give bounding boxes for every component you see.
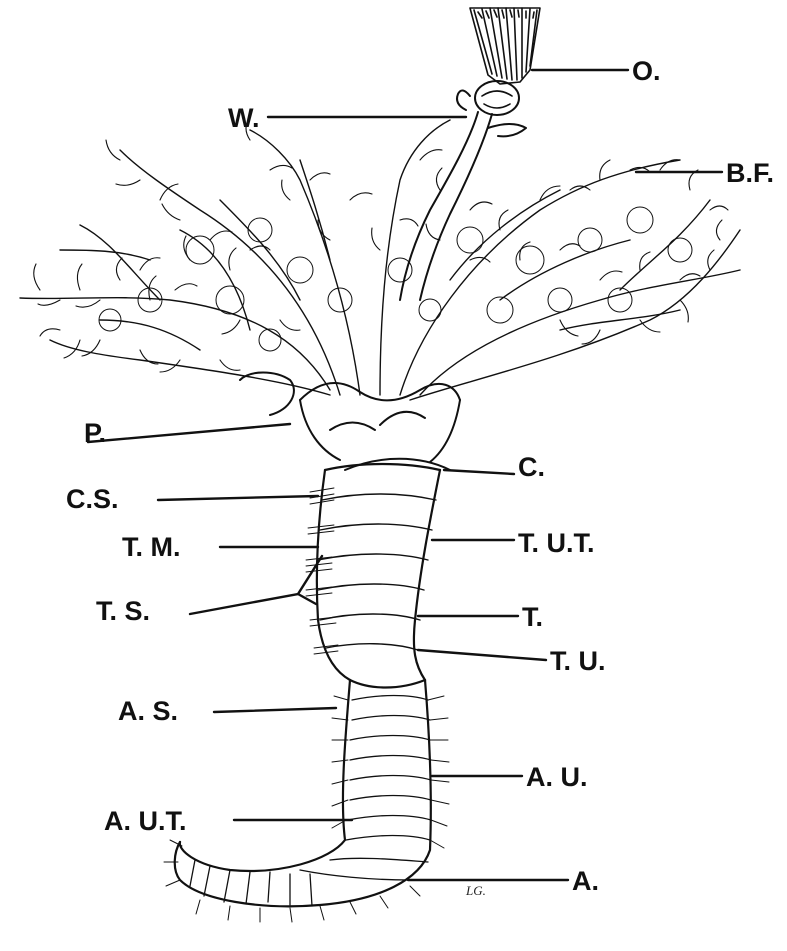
leader-P xyxy=(88,424,290,442)
label-T: T. xyxy=(522,602,543,632)
operculum-fan xyxy=(457,8,540,115)
label-TUT: T. U.T. xyxy=(518,528,595,558)
label-C: C. xyxy=(518,452,545,482)
label-CS: C.S. xyxy=(66,484,119,514)
leader-AS xyxy=(214,708,336,712)
labels: O. W. B.F. P. C. C.S. T. U.T. T. M. T. S… xyxy=(66,56,774,898)
label-O: O. xyxy=(632,56,661,86)
leader-TS xyxy=(190,556,322,614)
label-AS: A. S. xyxy=(118,696,178,726)
label-P: P. xyxy=(84,418,106,448)
leader-C xyxy=(444,470,514,474)
label-A: A. xyxy=(572,866,599,896)
label-AU: A. U. xyxy=(526,762,588,792)
leader-CS xyxy=(158,496,318,500)
label-AUT: A. U.T. xyxy=(104,806,187,836)
leader-lines xyxy=(88,70,722,880)
label-TU: T. U. xyxy=(550,646,606,676)
label-TS: T. S. xyxy=(96,596,150,626)
thorax xyxy=(306,464,440,688)
collar-region xyxy=(240,373,460,471)
label-TM: T. M. xyxy=(122,532,181,562)
label-BF: B.F. xyxy=(726,158,774,188)
artist-signature: LG. xyxy=(465,883,486,898)
stalk xyxy=(400,112,526,300)
leader-TU xyxy=(418,650,546,660)
branchial-filaments xyxy=(20,118,740,400)
label-W: W. xyxy=(228,103,260,133)
abdomen xyxy=(164,680,449,922)
